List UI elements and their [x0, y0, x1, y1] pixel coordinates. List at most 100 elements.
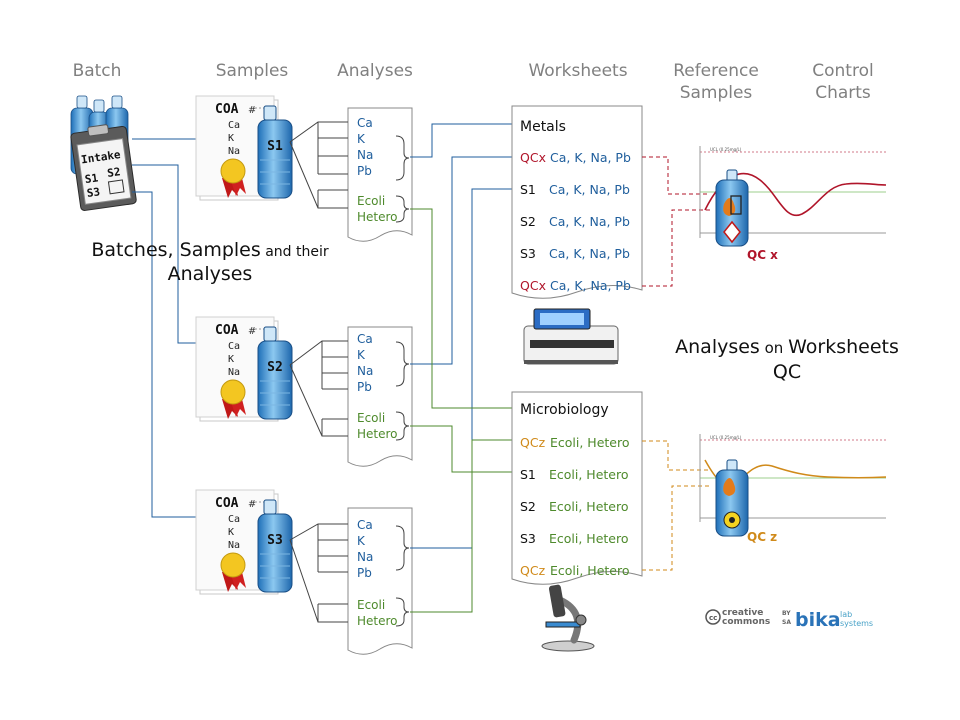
analysis-pb: Pb — [357, 566, 372, 580]
intake-title: Intake — [80, 148, 122, 166]
worksheet-row-items: Ecoli, Hetero — [549, 531, 629, 546]
coa-hash: # — [248, 105, 256, 116]
batch-clipboard-icon: Intake S1 S2 S3 — [70, 95, 137, 211]
worksheet-row-tag: QCz — [520, 435, 546, 450]
worksheet-row-items: Ecoli, Hetero — [549, 467, 629, 482]
coa-title: COA — [215, 496, 239, 511]
coa-hash: # — [248, 326, 256, 337]
svg-text:Analyses on Worksheets: Analyses on Worksheets — [675, 336, 899, 358]
analysis-doc-2: Ca K Na Pb Ecoli Hetero — [289, 326, 413, 467]
batch-sample-connectors — [132, 138, 200, 518]
worksheet-metals-title: Metals — [520, 119, 566, 135]
analysis-hetero: Hetero — [357, 210, 398, 224]
analysis-ca: Ca — [357, 116, 373, 130]
worksheet-row-tag: S1 — [520, 182, 536, 197]
coa-title: COA — [215, 102, 239, 117]
cc-by: BY — [782, 610, 791, 617]
coa-line-na: Na — [228, 146, 240, 157]
analysis-hetero: Hetero — [357, 614, 398, 628]
caption-left-line2: Analyses — [168, 263, 253, 285]
qc-bottle-icon — [715, 169, 749, 247]
microscope-icon — [541, 584, 595, 652]
header-batch: Batch — [73, 61, 122, 81]
header-control-line2: Charts — [815, 83, 871, 103]
coa-line-ca: Ca — [228, 120, 240, 131]
header-reference-line1: Reference — [673, 61, 759, 81]
sample-bottle-icon — [257, 105, 293, 199]
chart-header-label: UCL (0.25mg/L) — [710, 435, 742, 440]
analysis-ca: Ca — [357, 332, 373, 346]
header-samples: Samples — [216, 61, 289, 81]
caption-right-part2: on — [760, 339, 788, 357]
worksheet-row-tag: S3 — [520, 531, 536, 546]
intake-s2: S2 — [106, 165, 121, 180]
caption-right-part3: Worksheets — [788, 336, 899, 358]
header-worksheets: Worksheets — [528, 61, 627, 81]
coa-line-ca: Ca — [228, 341, 240, 352]
cc-sa: SA — [782, 619, 791, 626]
qc-label-x: QC x — [747, 248, 778, 262]
sample-s1: COA # Ca K Na S1 — [195, 95, 293, 201]
cc-line2: commons — [722, 617, 770, 627]
analysis-k: K — [357, 348, 366, 362]
analysis-ecoli: Ecoli — [357, 411, 385, 425]
analysis-hetero: Hetero — [357, 427, 398, 441]
worksheet-row-tag: QCx — [520, 278, 546, 293]
sample-label: S2 — [267, 360, 283, 375]
coa-line-ca: Ca — [228, 514, 240, 525]
analyses-documents: Ca K Na Pb Ecoli Hetero Ca K Na Pb Ecoli… — [289, 107, 413, 655]
sample-s3: COA # Ca K Na S3 — [195, 489, 293, 595]
intake-s1: S1 — [84, 171, 99, 186]
coa-title: COA — [215, 323, 239, 338]
worksheet-row-items: Ecoli, Hetero — [549, 499, 629, 514]
control-chart-metals: UCL (0.25mg/L) QC x — [699, 146, 887, 262]
sample-bottle-icon — [257, 326, 293, 420]
bika-sub1: lab — [840, 610, 852, 619]
analysis-pb: Pb — [357, 164, 372, 178]
sample-bottle-icon — [257, 499, 293, 593]
analysis-worksheet-connectors — [410, 123, 512, 613]
analysis-ecoli: Ecoli — [357, 598, 385, 612]
caption-right-part1: Analyses — [675, 336, 760, 358]
cc-line1: creative — [722, 608, 763, 618]
analysis-na: Na — [357, 364, 373, 378]
award-ribbon-icon — [220, 158, 246, 198]
analysis-pb: Pb — [357, 380, 372, 394]
sample-label: S3 — [267, 533, 283, 548]
sample-label: S1 — [267, 139, 283, 154]
worksheet-row-items: Ecoli, Hetero — [550, 563, 630, 578]
header-reference-line2: Samples — [680, 83, 753, 103]
license-badge: cc creative commons BY SA bika lab syste… — [705, 608, 873, 631]
coa-line-k: K — [228, 354, 234, 365]
award-ribbon-icon — [220, 379, 246, 419]
worksheet-row-items: Ca, K, Na, Pb — [550, 150, 631, 165]
worksheet-row-items: Ca, K, Na, Pb — [549, 182, 630, 197]
analysis-doc-1: Ca K Na Pb Ecoli Hetero — [289, 107, 413, 242]
analysis-ca: Ca — [357, 518, 373, 532]
caption-batches-samples: Batches, Samples and their Analyses — [91, 239, 329, 285]
worksheet-micro-title: Microbiology — [520, 402, 609, 418]
analysis-k: K — [357, 534, 366, 548]
caption-left-main: Batches, Samples — [91, 239, 260, 261]
bika-logo: bika — [795, 609, 841, 631]
qc-connectors — [642, 156, 710, 571]
control-chart-micro: UCL (0.25mg/L) QC z — [699, 434, 887, 544]
column-headers: Batch Samples Analyses Worksheets Refere… — [73, 61, 874, 103]
coa-line-na: Na — [228, 367, 240, 378]
coa-line-k: K — [228, 527, 234, 538]
header-analyses: Analyses — [337, 61, 413, 81]
qc-label-z: QC z — [747, 530, 777, 544]
analysis-doc-3: Ca K Na Pb Ecoli Hetero — [289, 507, 413, 655]
analysis-k: K — [357, 132, 366, 146]
worksheet-row-tag: S1 — [520, 467, 536, 482]
worksheet-row-tag: S2 — [520, 499, 536, 514]
award-ribbon-icon — [220, 552, 246, 592]
caption-left-small: and their — [261, 244, 329, 260]
worksheet-row-items: Ecoli, Hetero — [550, 435, 630, 450]
intake-s3: S3 — [86, 185, 101, 200]
chart-header-label: UCL (0.25mg/L) — [710, 147, 742, 152]
